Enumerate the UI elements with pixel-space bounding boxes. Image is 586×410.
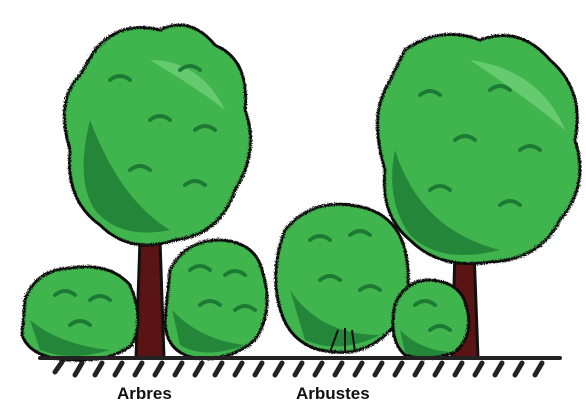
shrub-center-left-icon <box>165 240 267 359</box>
ground-hatching <box>55 362 542 375</box>
trees-label: Arbres <box>117 384 172 404</box>
shrub-left-icon <box>22 267 138 360</box>
shrub-center-icon <box>276 204 409 352</box>
shrub-right-icon <box>393 280 469 358</box>
shrubs-label: Arbustes <box>296 384 370 404</box>
